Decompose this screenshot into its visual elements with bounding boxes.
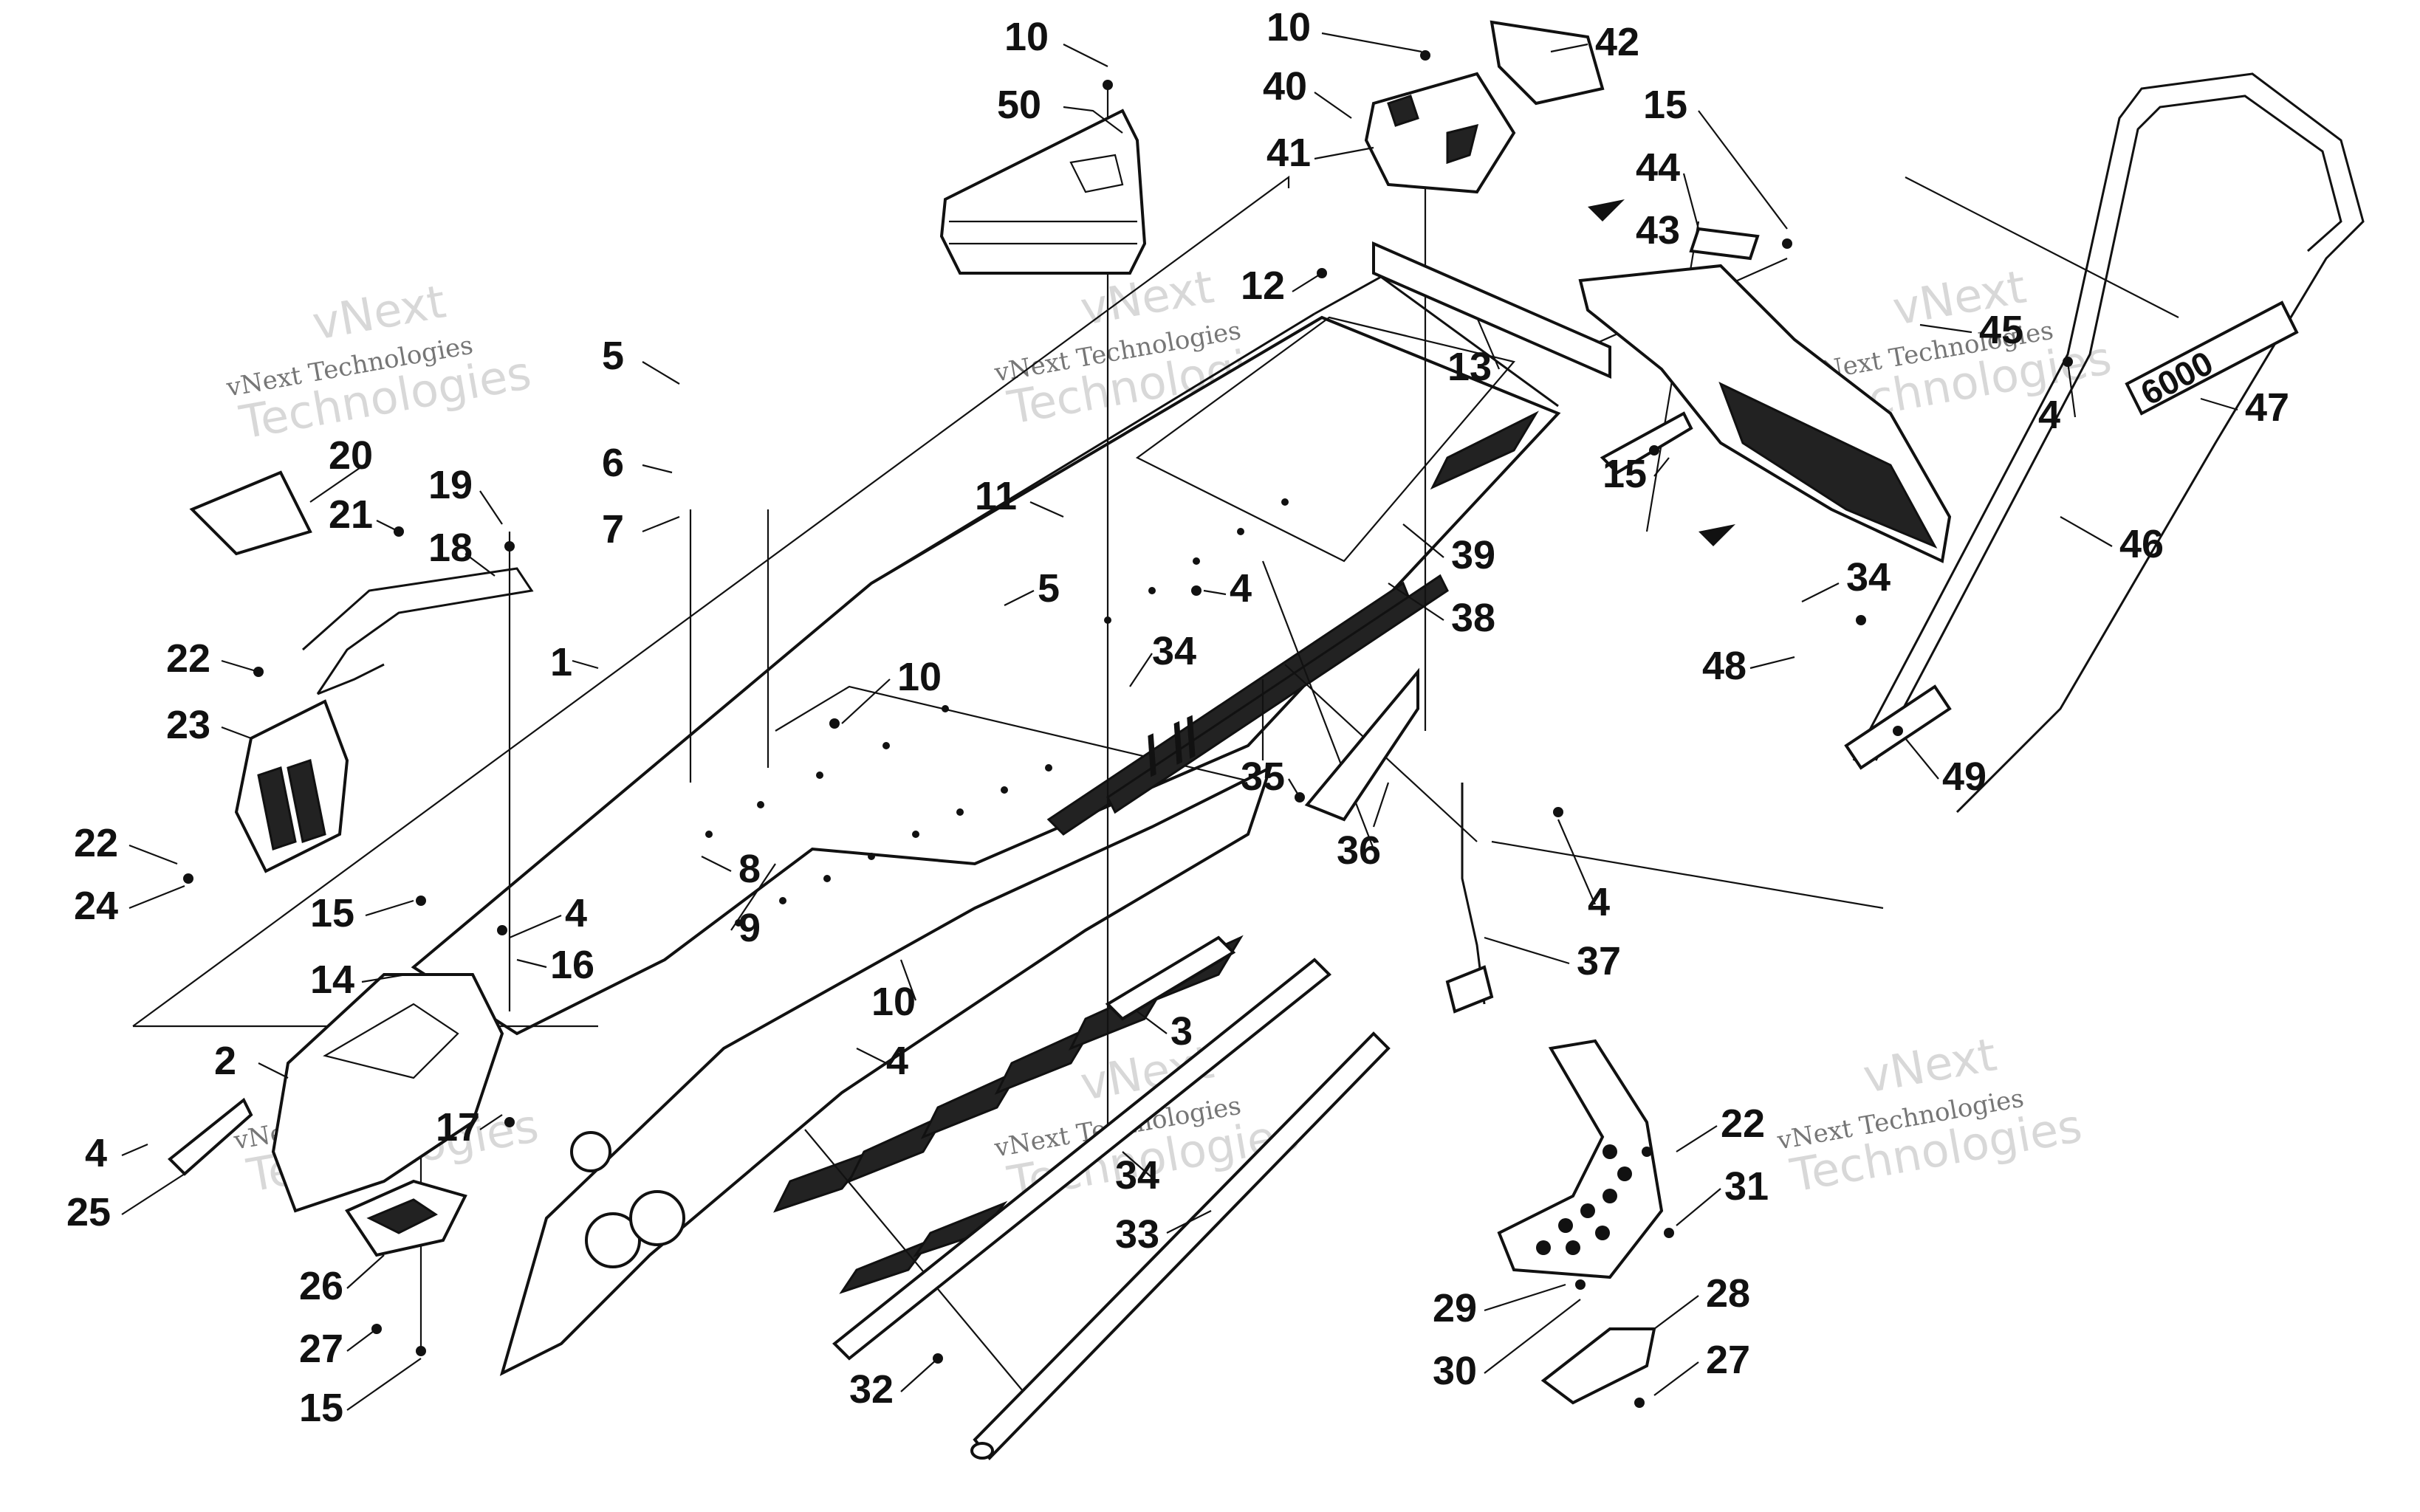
callout-10: 10 [1266,5,1311,49]
svg-text:6000: 6000 [2134,343,2219,413]
callout-26: 26 [299,1264,343,1308]
callout-4: 4 [565,891,587,935]
right-footrest-plate [1497,1039,1664,1279]
callout-4: 4 [886,1039,908,1083]
callout-33: 33 [1115,1212,1159,1257]
callout-1: 1 [550,640,572,684]
callout-5: 5 [602,334,624,378]
callout-46: 46 [2119,522,2164,566]
direction-arrows [1588,199,1735,546]
callout-4: 4 [1230,566,1252,611]
tunnel-assembly: / // [411,275,1561,1376]
callout-4: 4 [1588,880,1610,924]
watermark: vNext vNext Technologies Technologies [1775,1028,2085,1203]
callout-15: 15 [1643,83,1687,127]
callout-leaders [121,32,2238,1411]
callout-12: 12 [1241,264,1285,308]
right-foot-cup [1540,1327,1656,1405]
tether-cable-37 [1445,783,1494,1014]
callout-32: 32 [849,1367,894,1412]
callout-39: 39 [1451,533,1495,577]
callout-47: 47 [2245,385,2289,430]
callout-27: 27 [299,1327,343,1371]
callout-37: 37 [1577,939,1621,983]
callout-49: 49 [1942,755,1987,799]
callout-16: 16 [550,943,594,987]
callout-43: 43 [1636,208,1680,252]
callout-15: 15 [310,891,354,935]
callout-19: 19 [428,463,473,507]
callout-4: 4 [2038,393,2060,437]
callout-34: 34 [1115,1153,1159,1197]
callout-17: 17 [436,1105,480,1150]
callout-34: 34 [1846,555,1891,599]
callout-15: 15 [299,1386,343,1430]
callout-50: 50 [997,83,1041,127]
front-cover-plate [189,470,312,556]
callout-6: 6 [602,441,624,485]
callout-4: 4 [85,1131,107,1175]
tunnel-right-side-panel [499,765,1273,1376]
front-tunnel-bracket [271,973,504,1213]
callout-41: 41 [1266,131,1311,175]
callout-14: 14 [310,958,354,1002]
tunnel-rivets [705,498,1289,927]
rear-storage-box [1364,20,1605,194]
rear-bumper: 6000 [1844,72,2365,814]
callout-48: 48 [1702,644,1747,688]
callout-20: 20 [329,433,373,478]
tunnel-front-holes [570,1131,685,1268]
callout-11: 11 [975,474,1017,518]
callout-38: 38 [1451,596,1495,640]
callout-25: 25 [66,1190,111,1234]
callout-27: 27 [1706,1338,1750,1382]
callout-28: 28 [1706,1271,1750,1316]
callout-29: 29 [1433,1286,1477,1330]
callout-7: 7 [602,507,624,551]
rear-cross-bracket [1372,241,1611,379]
callout-9: 9 [738,906,761,950]
callout-5: 5 [1038,566,1060,611]
tunnel-seat-panel [1135,316,1515,563]
left-footrest-plate [345,1179,467,1257]
callout-15: 15 [1603,452,1647,496]
callout-35: 35 [1241,755,1285,799]
callout-18: 18 [428,526,473,570]
callout-30: 30 [1433,1349,1477,1393]
callout-13: 13 [1447,345,1492,389]
callout-22: 22 [1721,1102,1765,1146]
seat-cushion [939,109,1147,275]
callout-2: 2 [214,1039,236,1083]
callout-24: 24 [74,884,118,928]
callout-44: 44 [1636,145,1680,190]
front-tow-handle [302,567,534,695]
callout-22: 22 [74,821,118,865]
front-skid-plate [234,699,349,873]
running-board-bracket-36 [1304,667,1419,822]
callout-21: 21 [329,492,373,537]
callout-45: 45 [1979,308,2023,352]
callout-10: 10 [897,655,942,699]
callout-10: 10 [871,980,916,1024]
running-board-rail [832,935,1391,1461]
callout-22: 22 [166,636,210,681]
callout-labels: 10 50 10 42 40 41 15 44 43 12 13 45 4 47… [66,5,2289,1430]
callout-40: 40 [1263,64,1307,109]
watermark: vNext vNext Technologies Technologies [224,275,535,450]
callout-34: 34 [1152,629,1196,673]
callout-10: 10 [1004,15,1049,59]
callout-23: 23 [166,703,210,747]
side-bracket-25 [168,1097,253,1176]
callout-31: 31 [1724,1164,1769,1209]
rear-snowflap-assembly [1578,227,1952,563]
callout-42: 42 [1595,20,1639,64]
callout-8: 8 [738,847,761,891]
callout-3: 3 [1170,1009,1193,1054]
callout-36: 36 [1337,828,1381,873]
